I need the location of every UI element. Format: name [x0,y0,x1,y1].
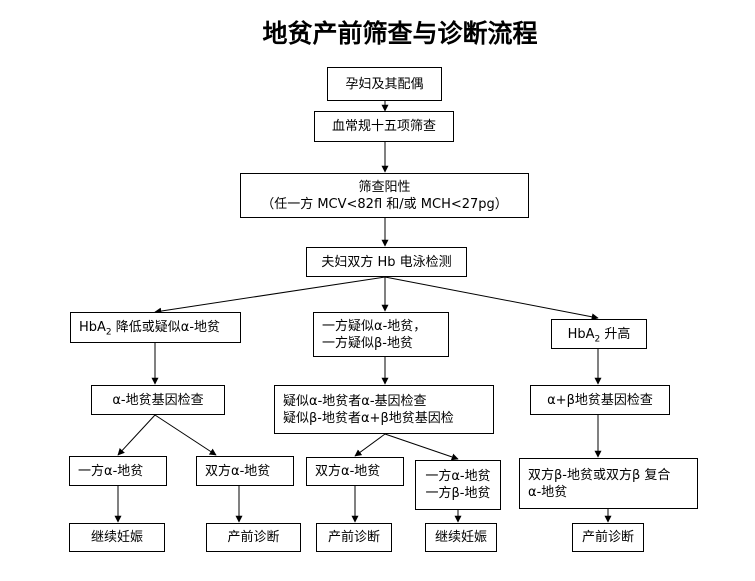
arrow-electro-to-right [384,276,599,321]
node-mixed-gene-test: 疑似α-地贫者α-基因检查 疑似β-地贫者α+β地贫基因检 [274,385,494,434]
node-hba2-low: HbA2 降低或疑似α-地贫 [70,312,241,343]
node-alpha-gene-test: α-地贫基因检查 [91,385,225,415]
node-hba2-low-sub: 2 [105,327,112,338]
node-hba2-high: HbA2 升高 [551,319,647,349]
node-alpha-gene-test-label: α-地贫基因检查 [112,392,204,408]
node-blood-test-label: 血常规十五项筛查 [331,119,436,134]
node-mixed-suspect-line2: 一方疑似β-地贫 [322,335,413,351]
outcome-continue-pregnancy-1: 继续妊娠 [69,523,165,552]
node-screen-positive-line1: 筛查阳性 [358,179,411,195]
arrow-leftgene-to-one-alpha [117,414,156,456]
node-both-alpha-mid: 双方α-地贫 [306,457,404,486]
page-title: 地贫产前筛查与诊断流程 [262,19,538,48]
node-screen-positive: 筛查阳性 （任一方 MCV<82fl 和/或 MCH<27pg） [240,173,529,218]
outcome-prenatal-diagnosis-2-label: 产前诊断 [327,530,380,545]
node-one-alpha-label: 一方α-地贫 [78,463,144,479]
node-couple: 孕妇及其配偶 [327,67,442,101]
arrow-electro-to-left [154,276,386,315]
node-hb-electrophoresis-label: 夫妇双方 Hb 电泳检测 [321,254,452,270]
node-blood-test: 血常规十五项筛查 [314,111,454,142]
arrow-midgene-to-mixed [384,433,459,461]
node-hba2-high-sub: 2 [594,334,601,345]
node-screen-positive-line2: （任一方 MCV<82fl 和/或 MCH<27pg） [261,196,508,212]
arrow-midgene-to-both-alpha [354,433,386,457]
outcome-continue-pregnancy-1-label: 继续妊娠 [90,530,143,545]
node-hba2-high-pre: HbA [567,326,595,342]
node-one-alpha-one-beta-line2: 一方β-地贫 [425,486,491,501]
node-one-alpha-one-beta-line1: 一方α-地贫 [425,469,491,484]
node-mixed-gene-test-line2: 疑似β-地贫者α+β地贫基因检 [283,410,454,426]
node-mixed-suspect-line1: 一方疑似α-地贫， [322,318,427,334]
outcome-prenatal-diagnosis-3-label: 产前诊断 [581,530,634,545]
node-hba2-low-post: 降低或疑似α-地贫 [111,320,221,335]
outcome-prenatal-diagnosis-3: 产前诊断 [572,523,644,552]
node-couple-label: 孕妇及其配偶 [345,76,424,92]
node-hba2-high-label: HbA2 升高 [567,326,631,345]
outcome-prenatal-diagnosis-1: 产前诊断 [206,523,301,552]
outcome-continue-pregnancy-2: 继续妊娠 [425,523,497,552]
node-one-alpha: 一方α-地贫 [69,456,167,486]
outcome-prenatal-diagnosis-1-label: 产前诊断 [227,530,280,545]
node-hba2-low-label: HbA2 降低或疑似α-地贫 [79,319,240,338]
node-both-alpha-left: 双方α-地贫 [196,456,294,486]
node-mixed-suspect: 一方疑似α-地贫， 一方疑似β-地贫 [313,312,449,357]
node-both-alpha-left-label: 双方α-地贫 [205,463,271,479]
node-both-beta-line1: 双方β-地贫或双方β 复合 [528,467,671,483]
node-both-alpha-mid-label: 双方α-地贫 [315,464,381,479]
outcome-continue-pregnancy-2-label: 继续妊娠 [434,530,487,545]
node-both-beta: 双方β-地贫或双方β 复合 α-地贫 [519,458,698,509]
arrow-leftgene-to-both-alpha [154,414,217,456]
node-hb-electrophoresis: 夫妇双方 Hb 电泳检测 [306,247,467,277]
node-one-alpha-one-beta: 一方α-地贫 一方β-地贫 [415,460,501,510]
outcome-prenatal-diagnosis-2: 产前诊断 [316,523,392,552]
node-mixed-gene-test-line1: 疑似α-地贫者α-基因检查 [283,393,427,409]
node-alpha-beta-gene-test: α+β地贫基因检查 [530,385,670,415]
node-hba2-high-post: 升高 [600,326,631,342]
node-both-beta-line2: α-地贫 [528,484,568,500]
node-hba2-low-pre: HbA [79,320,106,335]
node-alpha-beta-gene-test-label: α+β地贫基因检查 [547,392,653,408]
